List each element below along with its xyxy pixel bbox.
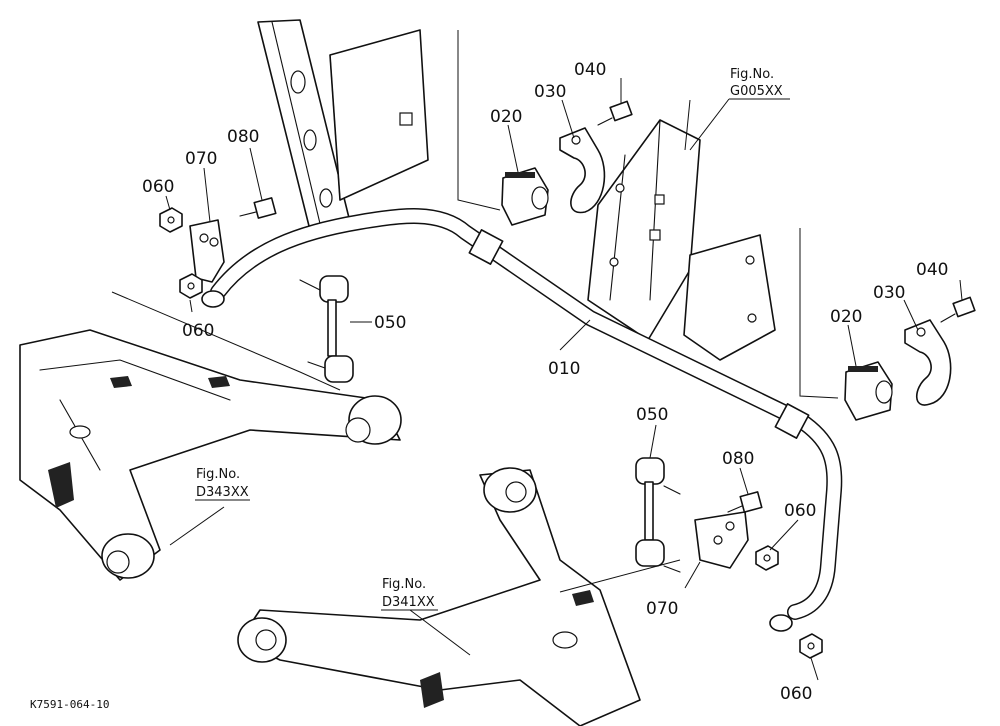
label-060-left-top: 060 bbox=[142, 177, 174, 197]
stabilizer-link-right bbox=[635, 457, 681, 573]
figure-ref-d343xx-line2: D343XX bbox=[196, 485, 249, 500]
stabilizer-bar bbox=[201, 208, 843, 632]
leader-lines bbox=[165, 78, 963, 681]
bushing-right bbox=[844, 361, 893, 421]
label-070-left: 070 bbox=[185, 149, 217, 169]
clamp-right bbox=[904, 319, 952, 406]
label-050-left: 050 bbox=[374, 313, 406, 333]
label-020-right: 020 bbox=[830, 307, 862, 327]
bolt-040-left bbox=[597, 100, 633, 126]
nut-060-right-bottom bbox=[799, 633, 823, 659]
label-030-right: 030 bbox=[873, 283, 905, 303]
figure-ref-g005xx-line1: Fig.No. bbox=[730, 67, 774, 82]
bracket-frame bbox=[587, 119, 839, 399]
figure-ref-d343xx: Fig.No. D343XX bbox=[195, 467, 250, 501]
nut-060-left-top bbox=[159, 207, 183, 233]
figure-ref-d341xx-line2: D341XX bbox=[382, 595, 435, 610]
label-070-right: 070 bbox=[646, 599, 678, 619]
link-bracket-right bbox=[694, 511, 749, 569]
figure-ref-g005xx-line2: G005XX bbox=[730, 84, 783, 99]
stabilizer-link-left bbox=[299, 275, 354, 383]
label-030-left: 030 bbox=[534, 82, 566, 102]
label-010: 010 bbox=[548, 359, 580, 379]
label-040-left: 040 bbox=[574, 60, 606, 80]
nut-060-left-bottom bbox=[179, 273, 203, 299]
figure-ref-d341xx: Fig.No. D341XX bbox=[381, 577, 438, 611]
label-040-right: 040 bbox=[916, 260, 948, 280]
label-020-left: 020 bbox=[490, 107, 522, 127]
clamp-left bbox=[559, 127, 606, 214]
front-axle-bottom bbox=[237, 467, 681, 726]
link-bracket-left bbox=[189, 219, 225, 283]
bolt-080-left bbox=[239, 197, 277, 219]
part-number-labels: 010 020 020 030 030 040 040 050 050 060 … bbox=[142, 60, 948, 704]
label-080-right: 080 bbox=[722, 449, 754, 469]
label-050-right: 050 bbox=[636, 405, 668, 425]
label-060-right-top: 060 bbox=[784, 501, 816, 521]
bolt-040-right bbox=[940, 296, 976, 323]
nut-060-right-top bbox=[755, 545, 779, 571]
figure-ref-g005xx: Fig.No. G005XX bbox=[689, 67, 790, 151]
front-axle-left bbox=[19, 291, 402, 581]
bushing-left bbox=[501, 167, 549, 226]
drawing-id: K7591-064-10 bbox=[30, 698, 109, 711]
figure-ref-d343xx-line1: Fig.No. bbox=[196, 467, 240, 482]
chassis-frame bbox=[257, 19, 501, 239]
label-080-left: 080 bbox=[227, 127, 259, 147]
figure-ref-d341xx-line1: Fig.No. bbox=[382, 577, 426, 592]
bolt-080-right bbox=[727, 491, 763, 513]
label-060-left-bottom: 060 bbox=[182, 321, 214, 341]
label-060-right-bottom: 060 bbox=[780, 684, 812, 704]
